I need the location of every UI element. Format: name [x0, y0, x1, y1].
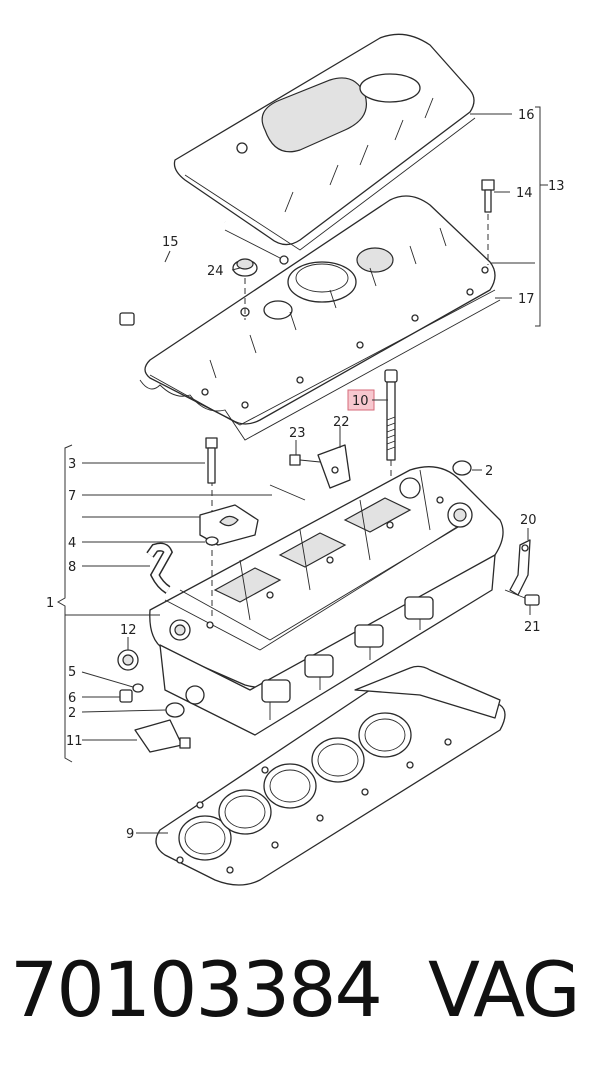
callout-7: 7: [68, 489, 76, 504]
plug-2b: [165, 702, 185, 718]
callout-20: 20: [520, 513, 537, 528]
plug-2a: [452, 460, 472, 476]
part-number: 70103384: [10, 945, 383, 1034]
callout-1: 1: [46, 596, 54, 611]
callout-23: 23: [289, 426, 306, 441]
callout-11: 11: [66, 734, 83, 749]
callout-10: 10: [352, 394, 369, 409]
brand-label: VAG: [428, 945, 581, 1034]
bolt-14: [481, 179, 495, 265]
callout-21: 21: [524, 620, 541, 635]
breather-hose: [119, 216, 289, 326]
callout-3: 3: [68, 457, 76, 472]
cylinder-head: [149, 466, 504, 736]
callout-14: 14: [516, 186, 533, 201]
exploded-parts-diagram: 16 13 14 17 15 24 10 22 23 2 20 21 3 7 4…: [46, 33, 565, 886]
callout-13: 13: [548, 179, 565, 194]
callout-4: 4: [68, 536, 76, 551]
stud-7: [269, 484, 306, 501]
head-gasket: [155, 665, 506, 886]
nut-4: [205, 536, 219, 546]
plug-6: [119, 689, 133, 703]
callout-5: 5: [68, 665, 76, 680]
bracket-22: [317, 444, 351, 489]
callout-8: 8: [68, 560, 76, 575]
pipe-8: [146, 542, 174, 594]
bolt-21: [504, 589, 540, 606]
callout-2a: 2: [485, 464, 493, 479]
callout-22: 22: [333, 415, 350, 430]
engine-cover: [173, 33, 476, 251]
bolt-23: [289, 454, 321, 466]
callout-9: 9: [126, 827, 134, 842]
callout-12: 12: [120, 623, 137, 638]
valve-cover: [139, 195, 501, 441]
sealant-tube: [134, 719, 191, 753]
oil-cap: [232, 258, 258, 320]
plug-12: [117, 649, 139, 671]
bearing-cap: [199, 504, 259, 546]
bracket-20: [509, 539, 531, 596]
callout-6: 6: [68, 691, 76, 706]
callout-2b: 2: [68, 706, 76, 721]
callout-16: 16: [518, 108, 535, 123]
callout-24: 24: [207, 264, 224, 279]
callout-labels: 16 13 14 17 15 24 10 22 23 2 20 21 3 7 4…: [46, 108, 565, 842]
callout-15: 15: [162, 235, 179, 250]
bolt-3: [205, 437, 218, 484]
leader-lines: [56, 106, 548, 834]
washer-5: [132, 683, 144, 693]
callout-17: 17: [518, 292, 535, 307]
